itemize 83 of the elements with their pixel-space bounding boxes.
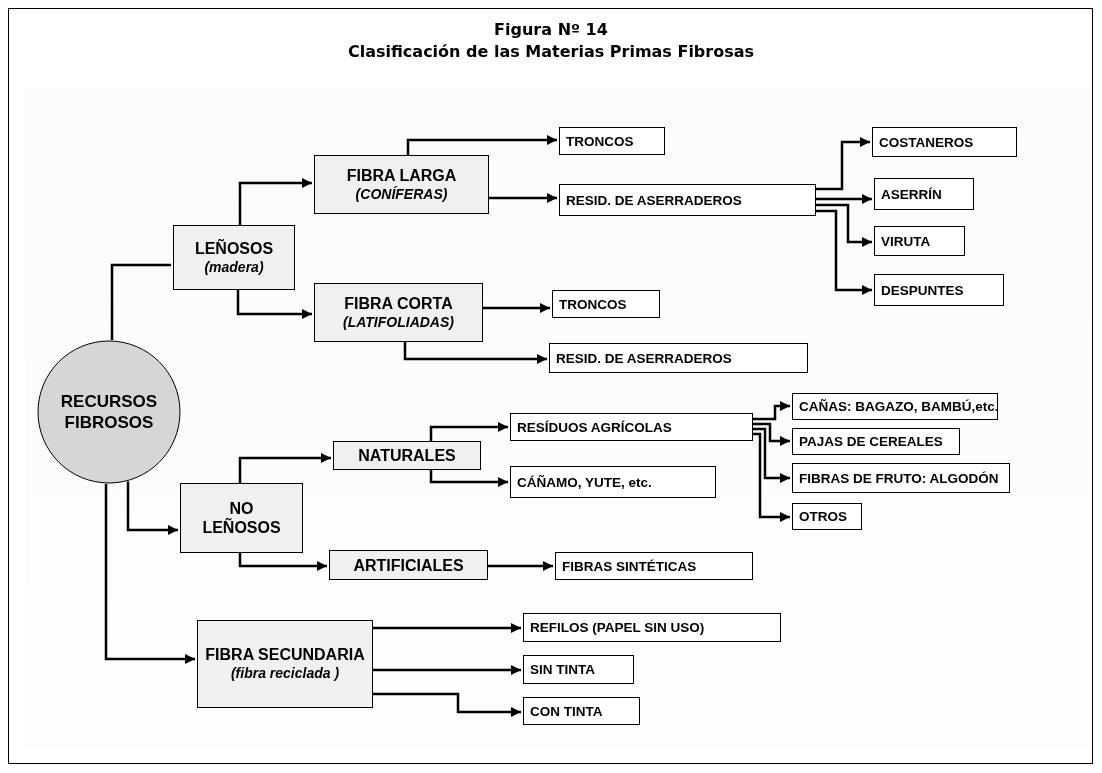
item-box <box>792 463 1010 493</box>
node-label: RESID. DE ASERRADEROS <box>556 350 732 366</box>
arrow <box>429 422 508 441</box>
node-label: NATURALES <box>358 446 456 465</box>
node-subtitle: (CONÍFERAS) <box>355 184 448 204</box>
node-label: TRONCOS <box>559 296 627 312</box>
arrow <box>403 342 547 364</box>
category-box <box>314 155 489 214</box>
node-label: DESPUNTES <box>881 282 964 298</box>
category-box <box>173 225 295 290</box>
item-box <box>872 127 1017 157</box>
node-label: FIBRA SECUNDARIA <box>205 645 365 664</box>
item-box <box>510 466 716 498</box>
arrow <box>373 692 521 717</box>
arrow <box>238 178 312 225</box>
node-label: OTROS <box>799 509 847 524</box>
node-label: LEÑOSOS <box>194 238 274 258</box>
item-box <box>874 226 965 256</box>
arrow <box>238 453 331 483</box>
node-subtitle: (madera) <box>204 257 264 277</box>
category-box <box>333 441 481 470</box>
item-box <box>792 393 998 420</box>
item-box <box>874 274 1004 306</box>
category-box <box>180 483 303 553</box>
node-label: NO LEÑOSOS <box>201 499 282 537</box>
arrow <box>753 401 790 421</box>
item-box <box>874 178 974 210</box>
node-label: FIBRA LARGA <box>346 165 457 185</box>
node-label: CÁÑAMO, YUTE, etc. <box>517 474 652 490</box>
node-label: PAJAS DE CEREALES <box>799 434 943 449</box>
node-label: ARTIFICIALES <box>353 555 464 575</box>
item-box <box>792 503 862 530</box>
arrow <box>753 432 790 522</box>
arrow <box>104 483 195 664</box>
item-box <box>555 552 753 580</box>
figure-title: Figura Nº 14 <box>493 20 609 39</box>
node-label: CAÑAS: BAGAZO, BAMBÚ,etc. <box>799 399 999 414</box>
node-label: SIN TINTA <box>530 662 595 677</box>
item-box <box>792 428 960 455</box>
node-label: RECURSOS FIBROSOS <box>59 391 159 433</box>
connector-line <box>110 263 171 341</box>
node-label: TRONCOS <box>566 133 634 149</box>
item-box <box>510 413 753 441</box>
arrow <box>489 193 557 203</box>
category-circle <box>37 340 181 484</box>
node-subtitle: (fibra reciclada ) <box>230 664 340 683</box>
item-box <box>559 184 816 216</box>
arrow <box>429 470 508 487</box>
arrow <box>126 481 178 535</box>
category-box <box>329 550 488 580</box>
figure-heading: Clasificación de las Materias Primas Fibrosas <box>346 42 756 61</box>
node-label: FIBRAS SINTÉTICAS <box>562 558 697 574</box>
item-box <box>552 290 660 318</box>
item-box <box>523 613 781 642</box>
node-label: RESID. DE ASERRADEROS <box>566 192 742 208</box>
arrow <box>816 203 872 247</box>
node-label: RESÍDUOS AGRÍCOLAS <box>517 419 672 435</box>
arrow <box>483 303 550 313</box>
item-box <box>559 127 665 155</box>
arrow <box>753 422 790 446</box>
category-box <box>314 283 483 342</box>
arrow <box>373 623 521 633</box>
node-label: ASERRÍN <box>881 186 942 202</box>
arrow <box>238 553 327 571</box>
node-label: REFILOS (PAPEL SIN USO) <box>530 620 705 635</box>
item-box <box>549 343 808 373</box>
arrow <box>373 665 521 675</box>
arrow <box>753 427 790 483</box>
node-label: COSTANEROS <box>879 134 974 150</box>
arrow <box>488 561 553 571</box>
node-label: CON TINTA <box>530 703 603 719</box>
category-box <box>197 620 373 708</box>
node-label: VIRUTA <box>881 233 931 249</box>
node-label: FIBRAS DE FRUTO: ALGODÓN <box>799 470 999 486</box>
arrow <box>816 137 870 191</box>
node-subtitle: (LATIFOLIADAS) <box>343 312 454 332</box>
arrow <box>816 194 872 204</box>
item-box <box>523 697 640 725</box>
arrow <box>406 135 557 155</box>
node-label: FIBRA CORTA <box>344 293 453 313</box>
item-box <box>523 655 634 684</box>
arrow <box>236 290 312 319</box>
arrow <box>816 209 872 295</box>
